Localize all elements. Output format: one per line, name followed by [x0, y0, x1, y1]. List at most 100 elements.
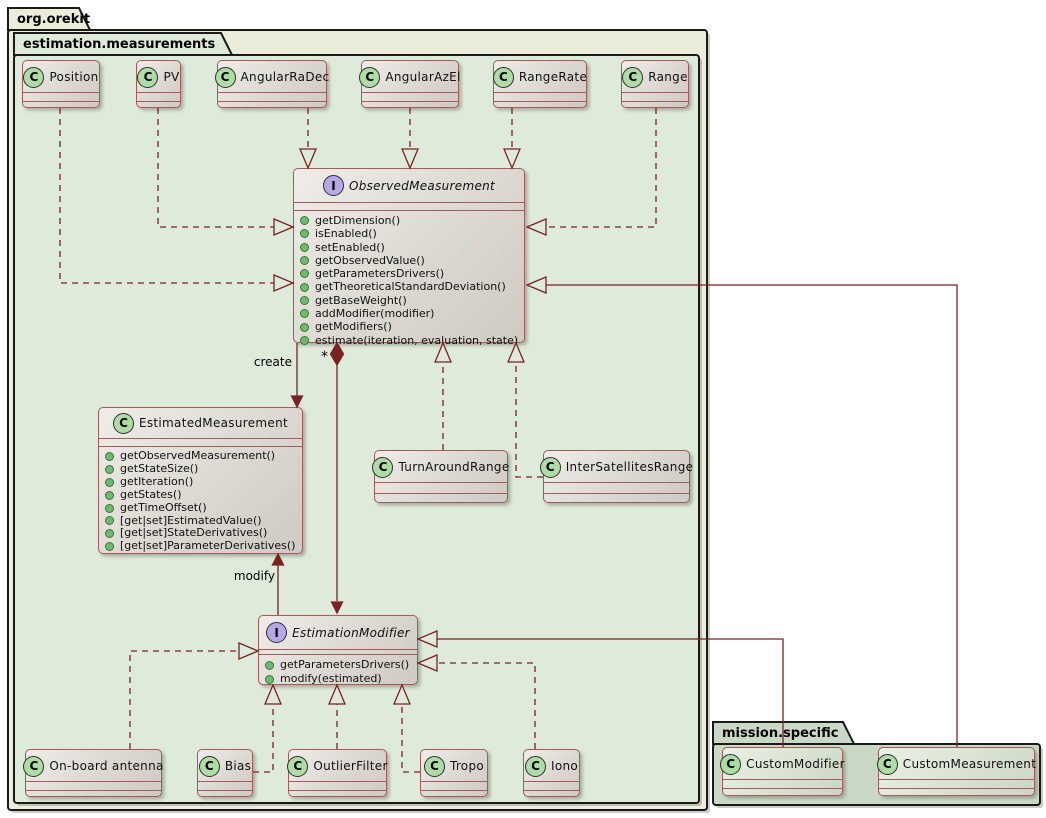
method-visibility-icon — [300, 322, 309, 332]
compartment-divider — [137, 101, 180, 102]
class-name: CustomModifier — [746, 757, 845, 771]
interface-name: ObservedMeasurement — [348, 178, 496, 193]
class-angular-az-el: C AngularAzEl — [359, 60, 461, 108]
class-icon: C — [372, 456, 394, 478]
class-range-rate: C RangeRate — [492, 60, 588, 108]
class-name: On-board antenna — [49, 759, 164, 773]
class-icon: C — [214, 66, 236, 88]
method-visibility-icon — [265, 660, 274, 670]
fields-compartment — [294, 202, 524, 210]
compartment-divider — [421, 790, 487, 791]
method-item: getIteration() — [105, 475, 296, 489]
methods-compartment: getObservedMeasurement()getStateSize()ge… — [99, 446, 302, 553]
class-icon: C — [524, 755, 546, 777]
class-name: InterSatellitesRange — [565, 460, 694, 474]
edge-pv-realizes-observed-measurement — [157, 108, 295, 236]
class-name: EstimatedMeasurement — [138, 416, 288, 430]
compartment-divider — [544, 482, 689, 483]
compartment-divider — [198, 781, 252, 782]
package-org-orekit: org.orekit — [17, 12, 91, 27]
method-visibility-icon — [300, 282, 309, 292]
method-item: getParametersDrivers() — [265, 658, 411, 672]
class-name: TurnAroundRange — [398, 460, 510, 474]
compartment-divider — [362, 92, 458, 93]
edge-estimation-modifier-modifies-estimated-measurement — [271, 552, 285, 615]
class-icon: C — [23, 66, 45, 88]
method-visibility-icon — [105, 542, 114, 552]
edge-inter-satellites-range-realizes-observed-measurement — [507, 341, 543, 478]
method-item: getDimension() — [300, 214, 518, 227]
methods-compartment: getParametersDrivers()modify(estimated) — [259, 654, 417, 686]
class-icon: C — [287, 755, 309, 777]
method-item: getModifiers() — [300, 320, 518, 333]
compartment-divider — [524, 790, 579, 791]
method-item: addModifier(modifier) — [300, 307, 518, 320]
class-icon: C — [359, 66, 381, 88]
compartment-divider — [723, 779, 842, 780]
class-icon: C — [112, 412, 134, 434]
method-item: getTheoreticalStandardDeviation() — [300, 280, 518, 293]
class-icon: C — [198, 755, 220, 777]
package-estimation-measurements: estimation.measurements — [23, 37, 216, 52]
compartment-divider — [26, 790, 161, 791]
class-icon: C — [492, 66, 514, 88]
class-turn-around-range: C TurnAroundRange — [372, 450, 510, 503]
compartment-divider — [622, 101, 688, 102]
compartment-divider — [375, 493, 507, 494]
package-mission-specific: mission.specific — [722, 726, 839, 741]
method-item: getObservedMeasurement() — [105, 449, 296, 463]
compartment-divider — [362, 101, 458, 102]
method-visibility-icon — [300, 256, 309, 266]
class-name: Range — [648, 70, 688, 84]
class-name: AngularAzEl — [385, 70, 461, 84]
method-item: [get|set]ParameterDerivatives() — [105, 539, 296, 553]
method-visibility-icon — [300, 229, 309, 239]
compartment-divider — [289, 781, 386, 782]
method-item: getStateSize() — [105, 462, 296, 476]
class-outlier-filter: C OutlierFilter — [287, 749, 388, 797]
compartment-divider — [879, 788, 1034, 789]
method-item: isEnabled() — [300, 227, 518, 240]
class-name: Iono — [550, 759, 579, 773]
class-name: RangeRate — [518, 70, 588, 84]
compartment-divider — [375, 482, 507, 483]
class-name: PV — [163, 70, 180, 84]
method-item: getObservedValue() — [300, 254, 518, 267]
edge-label-create: create — [253, 355, 292, 369]
class-icon: C — [720, 753, 742, 775]
method-visibility-icon — [300, 216, 309, 226]
compartment-divider — [289, 790, 386, 791]
class-tropo: C Tropo — [420, 749, 488, 797]
compartment-divider — [421, 781, 487, 782]
methods-compartment: getDimension()isEnabled()setEnabled()get… — [294, 210, 524, 347]
compartment-divider — [137, 92, 180, 93]
method-item: modify(estimated) — [265, 672, 411, 686]
method-item: getParametersDrivers() — [300, 267, 518, 280]
method-visibility-icon — [105, 503, 114, 513]
class-name: Tropo — [449, 759, 485, 773]
compartment-divider — [218, 92, 326, 93]
compartment-divider — [494, 92, 586, 93]
edge-label-modify: modify — [233, 569, 275, 583]
compartment-divider — [544, 493, 689, 494]
fields-compartment — [99, 438, 302, 446]
edge-iono-realizes-estimation-modifier — [416, 654, 536, 749]
class-name: OutlierFilter — [313, 759, 388, 773]
method-visibility-icon — [105, 464, 114, 474]
class-icon: C — [622, 66, 644, 88]
method-visibility-icon — [300, 335, 309, 345]
compartment-divider — [879, 779, 1034, 780]
method-item: estimate(iteration, evaluation, state) — [300, 334, 518, 347]
method-item: getTimeOffset() — [105, 501, 296, 515]
interface-icon: I — [266, 622, 288, 643]
method-visibility-icon — [300, 309, 309, 319]
class-name: AngularRaDec — [240, 70, 330, 84]
class-icon: C — [423, 755, 445, 777]
